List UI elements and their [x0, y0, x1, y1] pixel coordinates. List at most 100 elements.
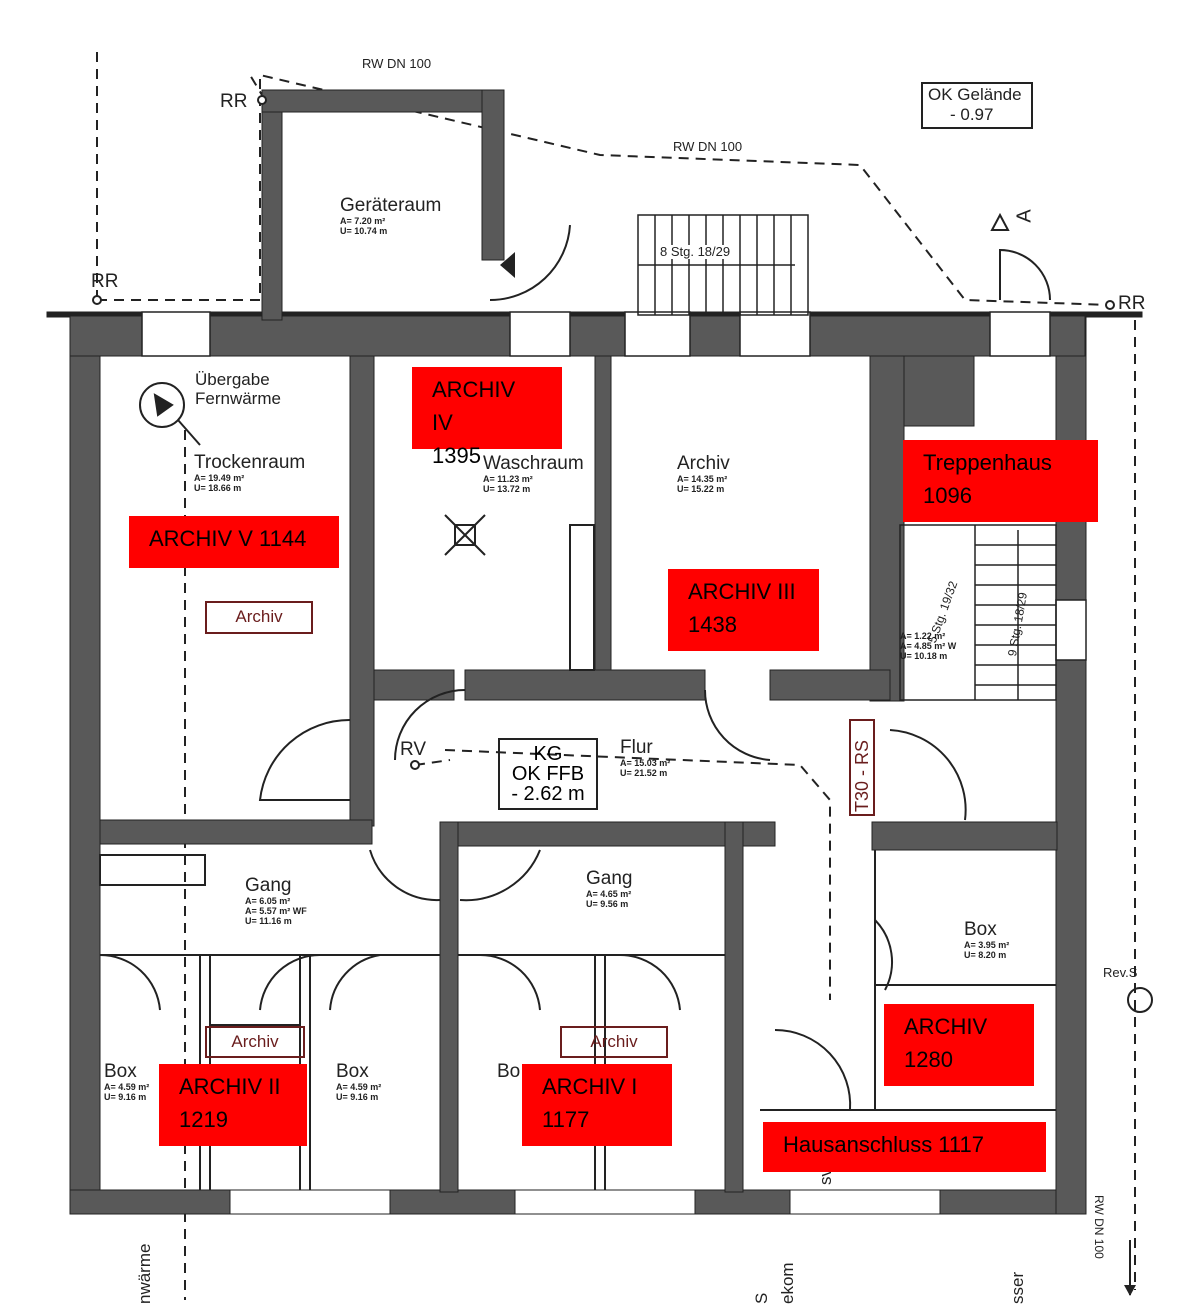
rr-label-left: RR: [91, 271, 119, 292]
flur-area: A= 15.03 m²: [620, 757, 671, 768]
rv-label: RV: [400, 739, 427, 760]
kg-line1: KG: [533, 743, 563, 765]
waschraum-area: A= 11.23 m²: [483, 473, 533, 484]
kg-line3: - 2.62 m: [511, 783, 585, 805]
bottom-s-label: S: [752, 1292, 771, 1304]
trockenraum-perimeter: U= 18.66 m: [194, 482, 242, 493]
gang-left-area-wf: A= 5.57 m² WF: [245, 905, 307, 916]
room-trockenraum: Trockenraum A= 19.49 m² U= 18.66 m: [194, 452, 306, 494]
waschraum-perimeter: U= 13.72 m: [483, 483, 531, 494]
room-flur: Flur A= 15.03 m² U= 21.52 m: [620, 737, 671, 779]
overlay-archiv-1280-line1: ARCHIV: [904, 1014, 988, 1039]
bottom-sser-label: sser: [1008, 1271, 1027, 1304]
archiv-stamp-trockenraum: Archiv: [205, 601, 313, 634]
overlay-archiv-ii: ARCHIV II 1219: [159, 1064, 307, 1146]
overlay-treppenhaus-line1: Treppenhaus: [923, 450, 1052, 475]
box-right-perimeter: U= 8.20 m: [964, 949, 1007, 960]
section-marker: A: [1013, 209, 1036, 223]
door-arrow: [500, 252, 515, 278]
kg-line2: OK FFB: [511, 763, 585, 785]
ok-gelaende-box: [921, 82, 1033, 129]
room-gang-right: Gang A= 4.65 m² U= 9.56 m: [586, 868, 633, 910]
stairwell-area-u: U= 10.18 m: [900, 650, 948, 661]
room-waschraum: Waschraum A= 11.23 m² U= 13.72 m: [483, 453, 584, 495]
overlay-hausanschluss: Hausanschluss 1117: [763, 1122, 1046, 1172]
gang-right-area: A= 4.65 m²: [586, 888, 632, 899]
overlay-archiv-1280: ARCHIV 1280: [884, 1004, 1034, 1086]
trockenraum-area: A= 19.49 m²: [194, 472, 245, 483]
gang-left-name: Gang: [245, 875, 292, 896]
uebergabe-line1: Übergabe: [195, 370, 270, 389]
rr-label-right: RR: [1118, 293, 1146, 314]
room-geraeteraum: Geräteraum A= 7.20 m² U= 10.74 m: [340, 195, 442, 237]
overlay-archiv-iii: ARCHIV III 1438: [668, 569, 819, 651]
overlay-archiv-iv-line2: 1395: [432, 443, 481, 468]
room-box-mid-left: Bo: [497, 1061, 521, 1082]
box-lr-name: Box: [336, 1061, 369, 1082]
overlay-archiv-i-line2: 1177: [542, 1107, 590, 1132]
rv-point: [410, 760, 420, 770]
geraeteraum-perimeter: U= 10.74 m: [340, 225, 388, 236]
overlay-archiv-iii-line2: 1438: [688, 612, 737, 637]
gang-left-perimeter: U= 11.16 m: [245, 915, 292, 926]
room-box-right: Box A= 3.95 m² U= 8.20 m: [964, 919, 1010, 961]
dashed-lines: [96, 45, 1136, 1300]
box-ll-perimeter: U= 9.16 m: [104, 1091, 147, 1102]
trockenraum-name: Trockenraum: [194, 452, 306, 473]
overlay-archiv-iv-line1: ARCHIV IV: [432, 377, 516, 435]
overlay-archiv-ii-line1: ARCHIV II: [179, 1074, 281, 1099]
rr-label-top: RR: [220, 91, 248, 112]
stairs-top-label: 8 Stg. 18/29: [660, 244, 731, 260]
ok-gelaende-line1: OK Gelände: [928, 85, 1022, 104]
windows: [141, 311, 1087, 661]
flur-perimeter: U= 21.52 m: [620, 767, 668, 778]
gang-right-perimeter: U= 9.56 m: [586, 898, 629, 909]
stairwell-area-a: A= 1.22 m²: [900, 631, 946, 641]
bottom-fernwaerme-label: nwärme: [135, 1243, 154, 1304]
gang-right-name: Gang: [586, 868, 633, 889]
overlay-treppenhaus: Treppenhaus 1096: [903, 440, 1098, 522]
overlay-archiv-iii-line1: ARCHIV III: [688, 579, 796, 604]
floor-drain-symbol: [444, 514, 486, 556]
overlay-archiv-ii-line2: 1219: [179, 1107, 228, 1132]
rev-label: Rev.S: [1103, 965, 1138, 980]
box-right-name: Box: [964, 919, 997, 940]
overlay-archiv-iv: ARCHIV IV 1395: [412, 367, 562, 468]
t30-stamp: [849, 719, 875, 816]
overlay-archiv-v-line1: ARCHIV V 1144: [149, 526, 307, 551]
rr-point-right: [1105, 300, 1115, 310]
rw-label-top: RW DN 100: [362, 56, 432, 71]
archiv-top-name: Archiv: [677, 453, 730, 474]
room-archiv-top: Archiv A= 14.35 m² U= 15.22 m: [677, 453, 730, 495]
geraeteraum-area: A= 7.20 m²: [340, 215, 386, 226]
walls: [46, 89, 1143, 1215]
fernwaerme-symbol: [139, 382, 201, 446]
flur-name: Flur: [620, 737, 653, 758]
stairwell-area: A= 1.22 m² A= 4.85 m² W U= 10.18 m: [900, 631, 957, 662]
archiv-top-perimeter: U= 15.22 m: [677, 483, 725, 494]
section-arrow: [990, 212, 1010, 231]
overlay-archiv-i-line1: ARCHIV I: [542, 1074, 638, 1099]
ok-gelaende-line2: - 0.97: [950, 105, 994, 124]
bottom-rwdn-label: RW DN 100: [1092, 1195, 1106, 1259]
overlay-archiv-v: ARCHIV V 1144: [129, 516, 339, 568]
stairwell-area-a2: A= 4.85 m² W: [900, 640, 957, 651]
overlay-treppenhaus-line2: 1096: [923, 483, 972, 508]
box-right-area: A= 3.95 m²: [964, 939, 1010, 950]
box-ll-name: Box: [104, 1061, 137, 1082]
room-gang-left: Gang A= 6.05 m² A= 5.57 m² WF U= 11.16 m: [245, 875, 307, 927]
geraeteraum-name: Geräteraum: [340, 195, 442, 216]
box-lr-area: A= 4.59 m²: [336, 1081, 382, 1092]
rw-label-mid: RW DN 100: [673, 139, 743, 154]
overlay-archiv-i: ARCHIV I 1177: [522, 1064, 672, 1146]
rr-point-top: [257, 95, 267, 105]
waschraum-name: Waschraum: [483, 453, 584, 474]
room-uebergabe: Übergabe Fernwärme: [195, 370, 281, 408]
box-lr-perimeter: U= 9.16 m: [336, 1091, 379, 1102]
box-ll-area: A= 4.59 m²: [104, 1081, 150, 1092]
room-box-lower-right: Box A= 4.59 m² U= 9.16 m: [336, 1061, 382, 1103]
overlay-archiv-1280-line2: 1280: [904, 1047, 953, 1072]
bottom-ekom-label: ekom: [778, 1262, 797, 1304]
archiv-stamp-left-boxes: Archiv: [205, 1026, 305, 1058]
